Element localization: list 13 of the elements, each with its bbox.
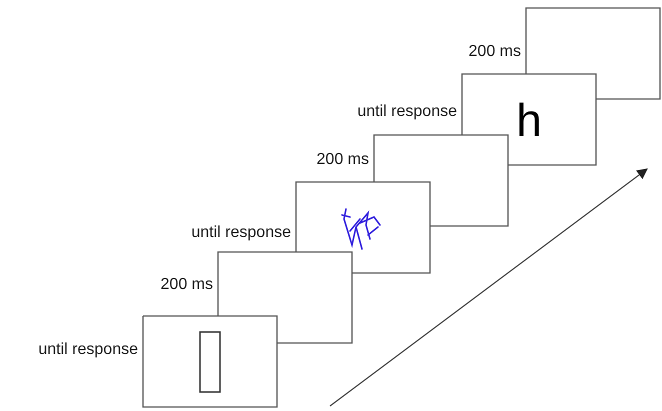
screen-frame bbox=[296, 182, 430, 273]
screen-frame bbox=[218, 252, 352, 343]
stimulus-letter: h bbox=[516, 96, 542, 142]
duration-label: 200 ms bbox=[316, 152, 369, 168]
screen-frame bbox=[462, 74, 596, 165]
screen-frame bbox=[374, 135, 508, 226]
duration-label: until response bbox=[38, 342, 138, 358]
screen-frame bbox=[143, 316, 277, 407]
duration-label: 200 ms bbox=[468, 44, 521, 60]
duration-label: until response bbox=[191, 225, 291, 241]
screen-frame bbox=[526, 8, 660, 99]
duration-label: until response bbox=[357, 104, 457, 120]
duration-label: 200 ms bbox=[160, 277, 213, 293]
